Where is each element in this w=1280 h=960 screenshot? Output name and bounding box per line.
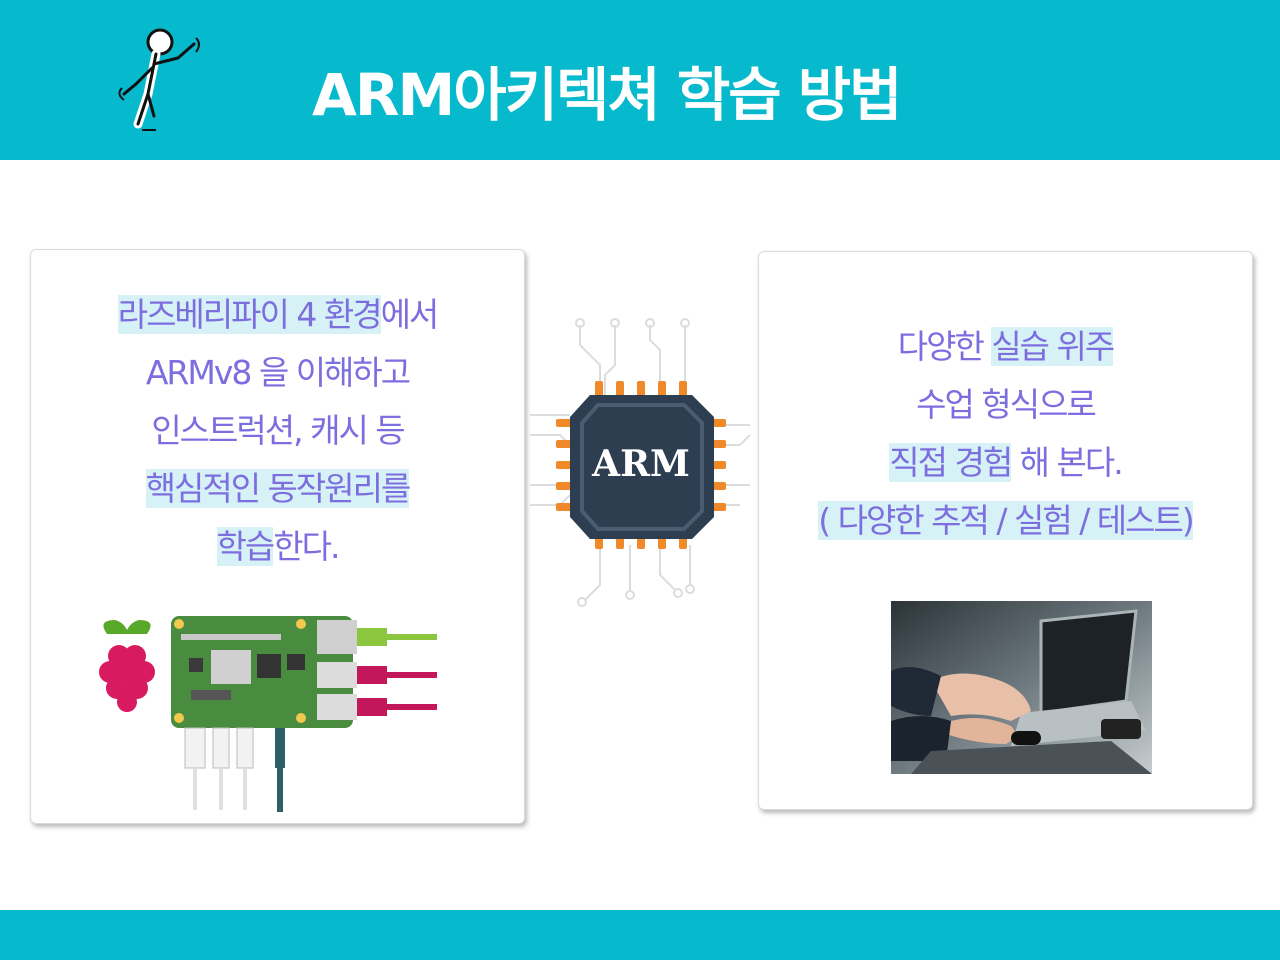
right-line-2: 수업 형식으로 (916, 385, 1097, 424)
stick-figure-icon (118, 28, 200, 131)
raspberry-pi-logo-icon (99, 620, 155, 712)
chip-label: ARM (591, 443, 690, 485)
right-line-4: ( 다양한 추적 / 실험 / 테스트) (818, 501, 1195, 540)
raspberry-pi-board-icon (171, 616, 437, 812)
laptop-photo (891, 601, 1152, 774)
right-line-1: 다양한 실습 위주 (897, 327, 1115, 366)
left-line-2: ARMv8 을 이해하고 (145, 353, 411, 392)
left-line-4: 핵심적인 동작원리를 (145, 469, 411, 508)
right-card-text: 다양한 실습 위주 수업 형식으로 직접 경험 해 본다. ( 다양한 추적 /… (759, 318, 1252, 550)
footer-bar (0, 910, 1280, 960)
left-card: 라즈베리파이 4 환경에서 ARMv8 을 이해하고 인스트럭션, 캐시 등 핵… (30, 249, 525, 824)
header-bar: ARM아키텍쳐 학습 방법 (0, 0, 1280, 160)
left-line-5: 학습한다. (216, 527, 340, 566)
left-line-3: 인스트럭션, 캐시 등 (151, 411, 405, 450)
left-card-text: 라즈베리파이 4 환경에서 ARMv8 을 이해하고 인스트럭션, 캐시 등 핵… (31, 286, 524, 576)
right-card: 다양한 실습 위주 수업 형식으로 직접 경험 해 본다. ( 다양한 추적 /… (758, 251, 1253, 810)
right-line-3: 직접 경험 해 본다. (889, 443, 1124, 482)
left-line-1: 라즈베리파이 4 환경에서 (117, 295, 439, 334)
raspberry-pi-illustration (99, 616, 437, 812)
chip-icon: ARM (530, 318, 751, 607)
page-title: ARM아키텍쳐 학습 방법 (312, 61, 903, 129)
